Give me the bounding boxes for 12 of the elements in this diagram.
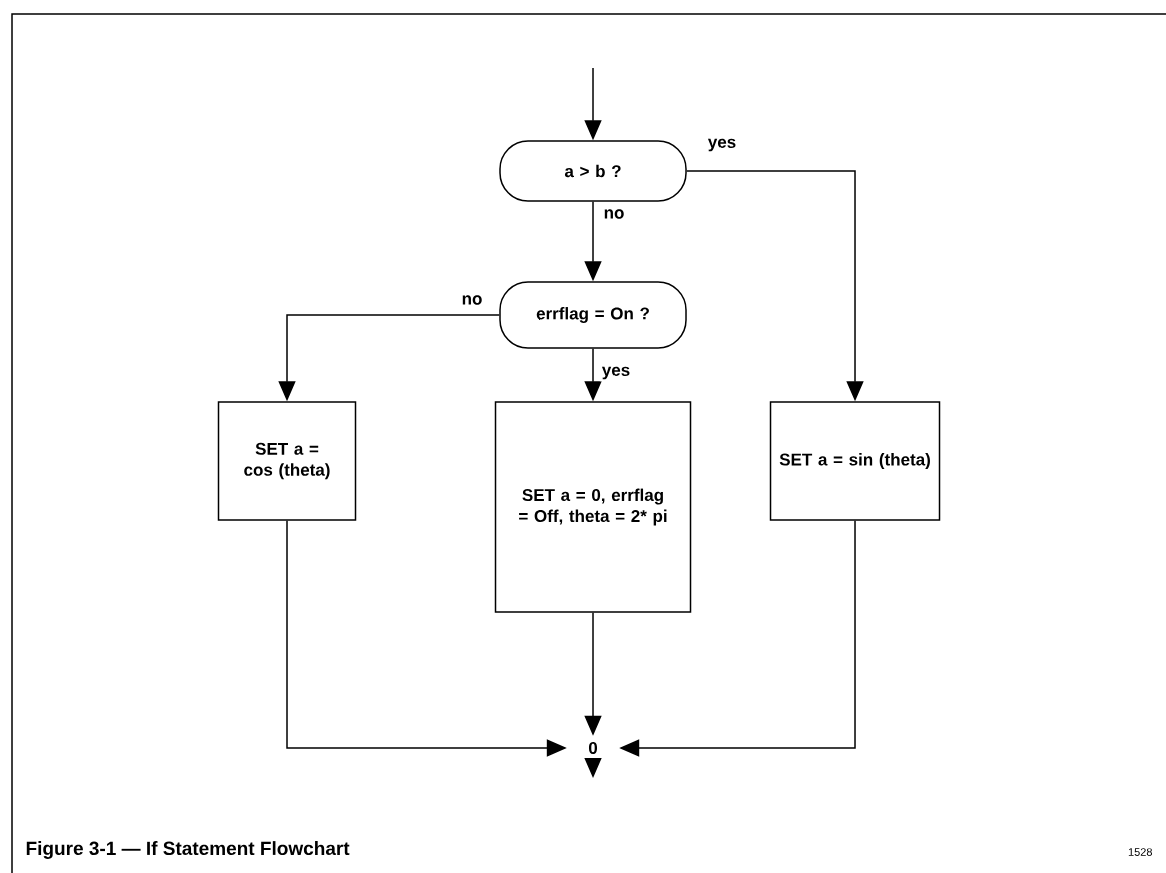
figure-number: 1528 [1128,848,1152,856]
caption: Figure 3-1 — If Statement Flowchart [26,841,350,859]
edge-label: yes [599,364,633,382]
edge-label: no [601,207,627,221]
edge-label: no [459,293,485,307]
process-box: SET a = cos (theta) [217,401,357,521]
process-box: SET a = 0, errflag = Off, theta = 2* pi [494,401,692,613]
edge-label: yes [705,136,739,154]
process-box: SET a = sin (theta) [769,401,941,521]
decision-box: errflag = On ? [499,281,687,349]
junction-label: 0 [588,742,598,755]
decision-box: a > b ? [499,140,687,202]
